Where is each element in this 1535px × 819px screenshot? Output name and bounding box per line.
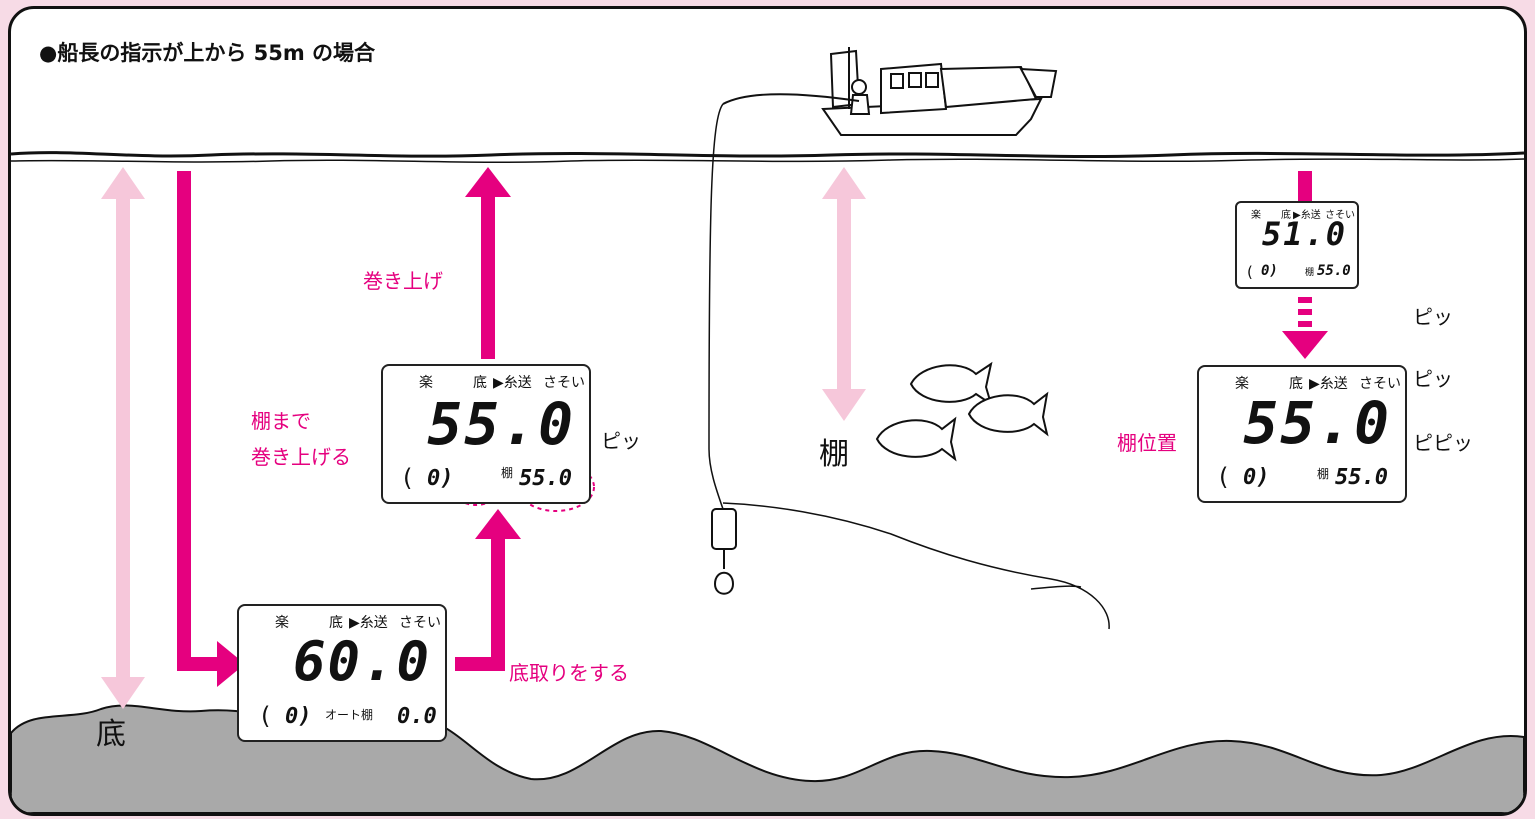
lcd-tana-value: 55.0 <box>519 466 572 491</box>
lcd-itookuri: ▶糸送 <box>1293 210 1321 221</box>
lcd-raku: 楽 <box>1251 210 1261 221</box>
lcd-tana-value: 55.0 <box>1317 263 1351 279</box>
lcd-soko: 底 <box>329 615 343 631</box>
lcd-raku: 楽 <box>275 615 289 631</box>
lcd-paren-open: ( <box>1219 463 1229 491</box>
descend-arrow <box>177 171 245 687</box>
label-maki-age: 巻き上げ <box>363 269 443 293</box>
lcd-tana-value: 0.0 <box>397 704 437 729</box>
lcd-sasoi: さそい <box>1359 376 1401 392</box>
lcd-sasoi: さそい <box>543 375 585 391</box>
lcd-paren-open: ( <box>403 464 413 492</box>
lcd-soko: 底 <box>473 375 487 391</box>
sinker <box>711 508 737 595</box>
lcd-counter: 0) <box>1243 465 1270 490</box>
label-soko: 底 <box>96 717 126 752</box>
right-descend-arrow <box>1282 171 1328 359</box>
branch-line-2 <box>1030 585 1082 590</box>
fishing-rod <box>722 93 860 105</box>
label-tana-made-2: 巻き上げる <box>251 445 351 469</box>
lcd-counter: 0) <box>285 704 312 729</box>
fishing-boat <box>821 47 1058 136</box>
label-pi-right-1: ピッ <box>1413 305 1453 329</box>
lcd-counter: 0) <box>427 466 454 491</box>
fish-group <box>875 361 1049 462</box>
lcd-paren-open: ( <box>1247 263 1253 281</box>
fishing-line-lower <box>708 448 724 510</box>
label-tana-ichi: 棚位置 <box>1117 431 1177 455</box>
lcd-soko: 底 <box>1289 376 1303 392</box>
bottom-to-middle-arrow <box>455 509 521 671</box>
label-tana-made-1: 棚まで <box>251 409 311 433</box>
tana-depth-arrow <box>822 167 866 421</box>
lcd-itookuri: ▶糸送 <box>349 615 388 631</box>
lcd-small: 楽 底 ▶糸送 さそい 51.0 ( 0) 棚 55.0 <box>1235 201 1359 289</box>
lcd-counter: 0) <box>1261 263 1278 279</box>
lcd-paren-open: ( <box>261 702 271 730</box>
lcd-soko: 底 <box>1281 210 1291 221</box>
label-pi-right-2: ピッ <box>1413 367 1453 391</box>
page-title: ●船長の指示が上から 55m の場合 <box>39 41 376 65</box>
lcd-sasoi: さそい <box>399 615 441 631</box>
lcd-middle: 楽 底 ▶糸送 さそい 55.0 ( 0) 棚 55.0 <box>381 364 591 504</box>
wind-up-arrow <box>465 167 511 359</box>
water-surface-line <box>11 151 1524 159</box>
fishing-line <box>708 103 724 450</box>
lcd-tana-label: 棚 <box>501 466 514 480</box>
label-sokotori: 底取りをする <box>509 661 629 685</box>
lcd-depth: 55.0 <box>1243 389 1391 457</box>
lcd-raku: 楽 <box>1235 376 1249 392</box>
lcd-bottom: 楽 底 ▶糸送 さそい 60.0 ( 0) オート棚 0.0 <box>237 604 447 742</box>
lcd-header: 楽 底 ▶糸送 さそい <box>1199 373 1405 393</box>
diagram-frame: ●船長の指示が上から 55m の場合 巻き上げ 棚まで 巻き上げる 底取りをする… <box>8 6 1527 816</box>
lcd-header: 楽 底 ▶糸送 さそい <box>383 372 589 392</box>
lcd-raku: 楽 <box>419 375 433 391</box>
lcd-header: 楽 底 ▶糸送 さそい <box>1237 206 1357 226</box>
label-pipi: ピピッ <box>1413 431 1473 455</box>
branch-line <box>722 502 1110 630</box>
lcd-itookuri: ▶糸送 <box>1309 376 1348 392</box>
lcd-tana-label: 棚 <box>1305 268 1315 278</box>
lcd-right: 楽 底 ▶糸送 さそい 55.0 ( 0) 棚 55.0 <box>1197 365 1407 503</box>
lcd-sasoi: さそい <box>1325 210 1355 221</box>
depth-total-arrow <box>101 167 145 709</box>
water-surface-line-2 <box>11 158 1524 164</box>
lcd-depth: 55.0 <box>427 390 575 458</box>
lcd-auto-tana: オート棚 <box>325 708 374 722</box>
label-tana: 棚 <box>819 437 849 472</box>
lcd-depth: 60.0 <box>292 630 431 693</box>
lcd-header: 楽 底 ▶糸送 さそい <box>239 612 445 632</box>
lcd-tana-label: 棚 <box>1317 467 1330 481</box>
label-pi-middle: ピッ <box>601 429 641 453</box>
lcd-tana-value: 55.0 <box>1335 465 1388 490</box>
lcd-itookuri: ▶糸送 <box>493 375 532 391</box>
lcd-depth: 51.0 <box>1261 215 1347 253</box>
